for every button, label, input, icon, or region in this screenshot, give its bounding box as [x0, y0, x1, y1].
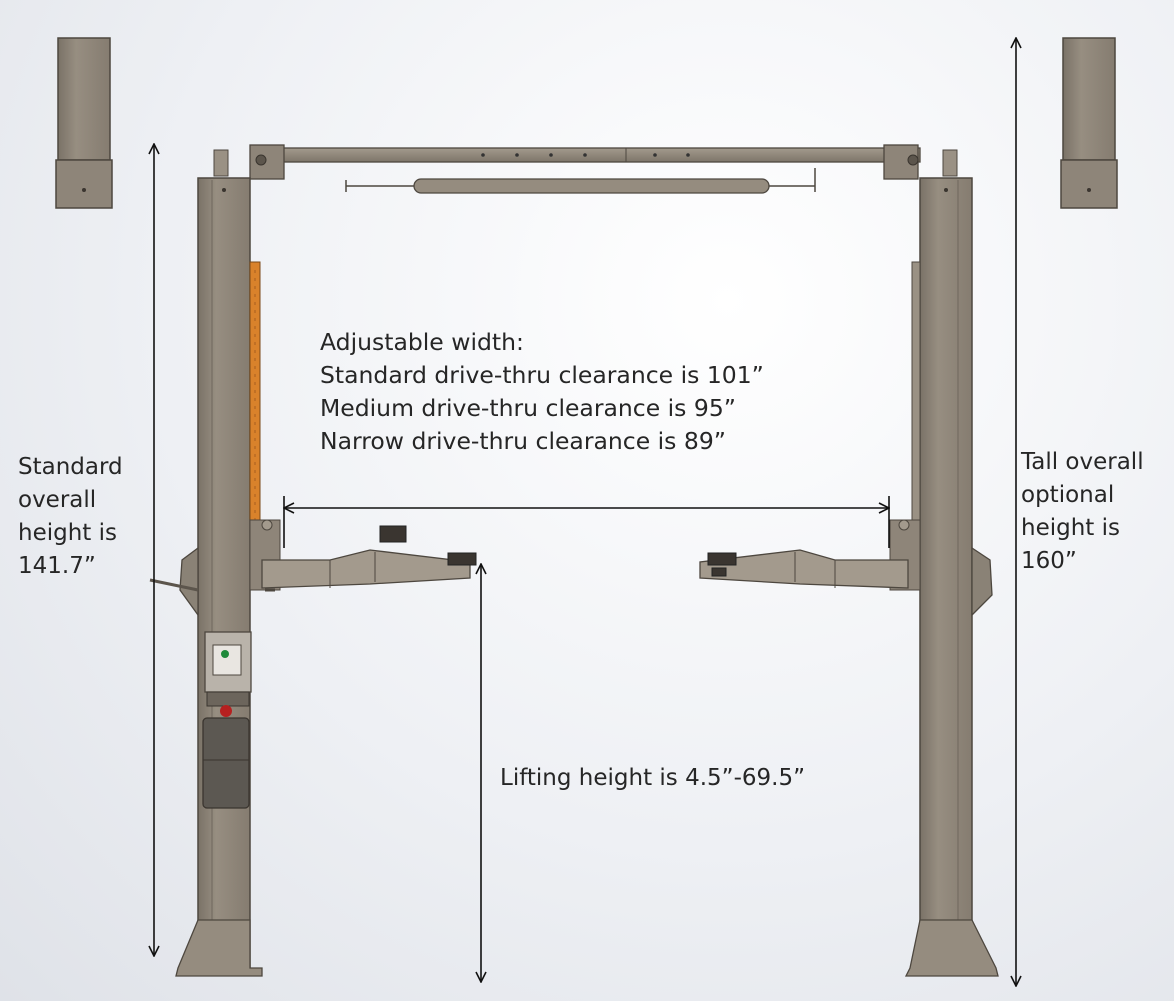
lifting-height-text: Lifting height is 4.5”-69.5”: [500, 765, 806, 791]
tall-height-line-1: Tall overall: [1021, 449, 1144, 475]
tall-height-line-3: height is: [1021, 515, 1120, 541]
tall-height-line-2: optional: [1021, 482, 1115, 508]
left-lift-arm: [249, 519, 477, 592]
lifting-height-label: Lifting height is 4.5”-69.5”: [500, 762, 805, 795]
tall-height-line-4: 160”: [1021, 548, 1077, 574]
extension-left: [55, 37, 113, 209]
dimension-drive-thru-width: [284, 496, 889, 548]
overhead-beam: [213, 144, 958, 194]
standard-height-line-2: overall: [18, 487, 97, 513]
adjustable-width-heading: Adjustable width:: [320, 328, 524, 356]
clearance-standard: Standard drive-thru clearance is 101”: [320, 361, 764, 389]
standard-height-line-1: Standard: [18, 454, 123, 480]
left-column: [149, 177, 263, 977]
adjustable-width-label: Adjustable width: Standard drive-thru cl…: [320, 326, 764, 458]
clearance-narrow: Narrow drive-thru clearance is 89”: [320, 427, 726, 455]
tall-height-label: Tall overall optional height is 160”: [1021, 446, 1144, 578]
extension-right: [1060, 37, 1118, 209]
right-lift-arm: [699, 519, 921, 591]
standard-height-line-3: height is: [18, 520, 117, 546]
right-column: [904, 177, 999, 977]
standard-height-line-4: 141.7”: [18, 553, 96, 579]
standard-height-label: Standard overall height is 141.7”: [18, 451, 123, 583]
clearance-medium: Medium drive-thru clearance is 95”: [320, 394, 736, 422]
